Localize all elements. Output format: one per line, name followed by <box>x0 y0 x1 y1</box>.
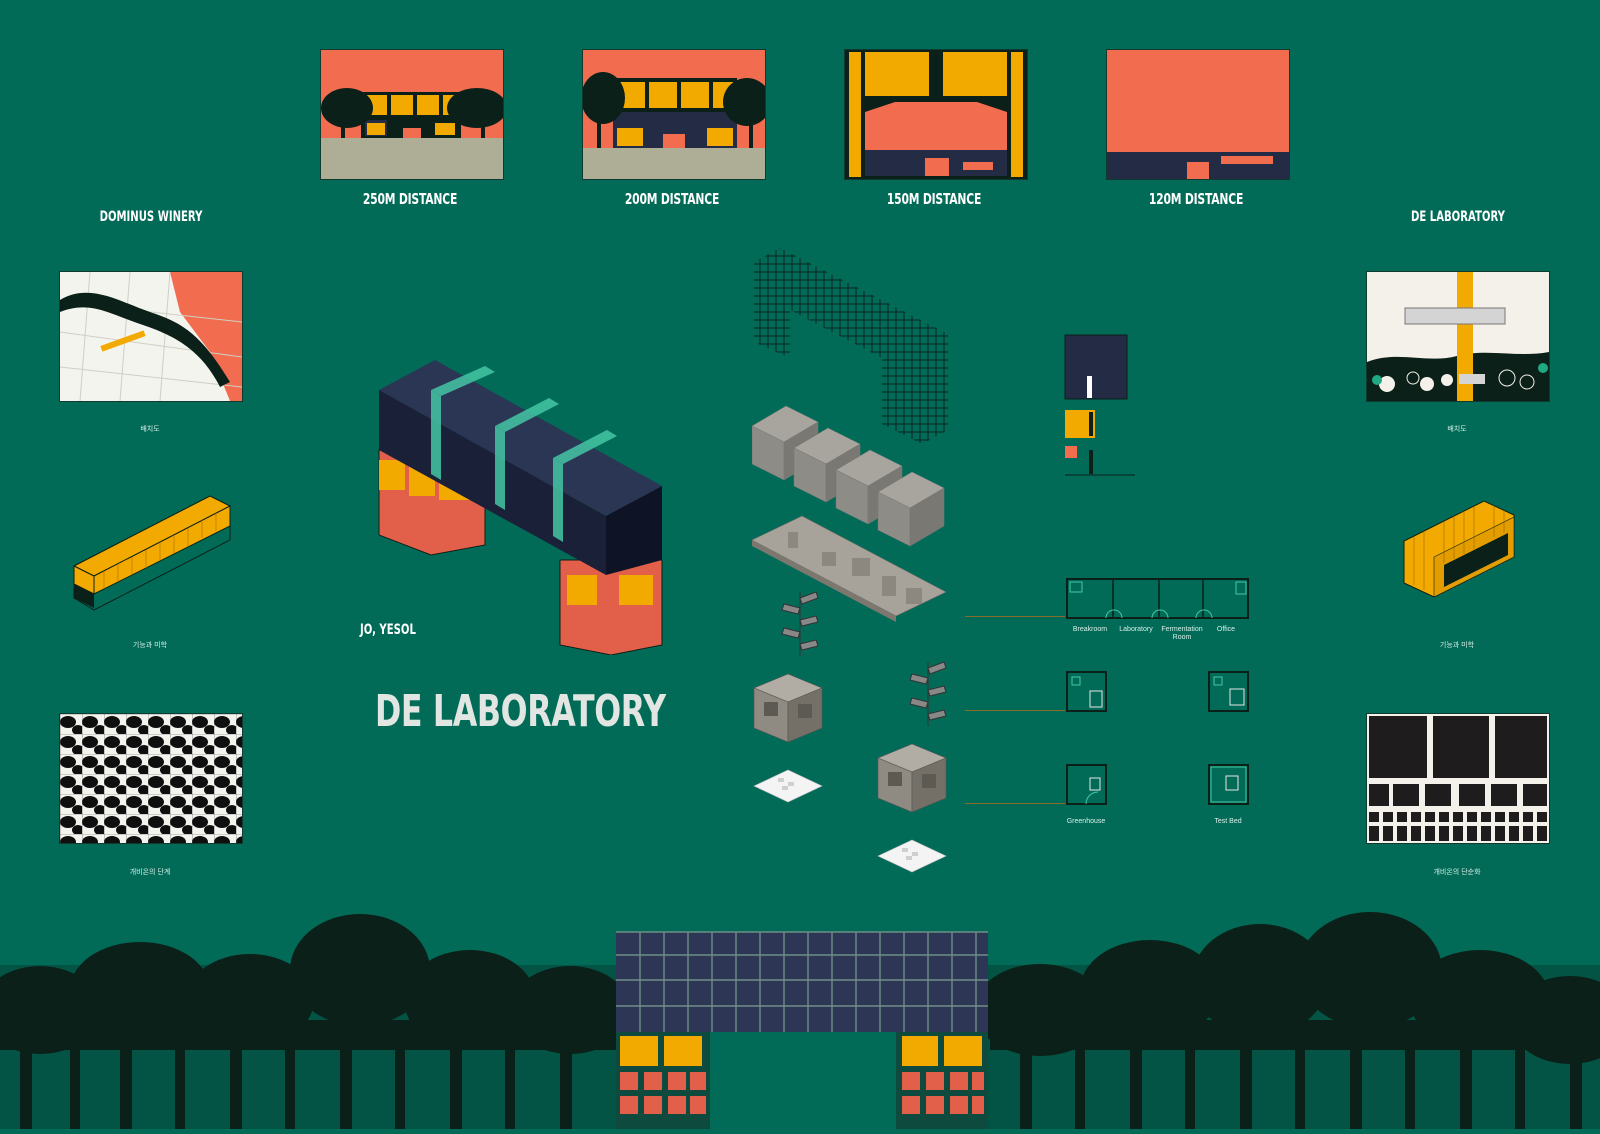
dominus-site-plan <box>59 271 243 402</box>
testbed-cube <box>876 742 948 814</box>
base-slab-right <box>876 838 948 878</box>
spiral-stair-lower <box>898 660 958 730</box>
plan-label-laboratory: Laboratory <box>1119 626 1153 633</box>
dominus-massing-drawing <box>70 490 240 620</box>
left-caption-site-plan: 배치도 <box>140 426 160 433</box>
delab-massing-drawing <box>1400 497 1520 617</box>
forest-elevation <box>0 910 1600 1129</box>
base-slab-left <box>752 768 824 808</box>
ground-floor-plan <box>1066 578 1249 620</box>
left-caption-gabion: 개비온의 단계 <box>129 869 171 876</box>
view-120m-thumbnail <box>1106 49 1290 180</box>
greenhouse-plan <box>1066 764 1107 805</box>
leader-line-middle <box>965 710 1065 711</box>
plan-label-breakroom: Breakroom <box>1072 626 1108 633</box>
project-author: JO, YESOL <box>360 622 416 638</box>
middle-plan-left <box>1066 671 1107 712</box>
steel-frame-grid <box>752 248 952 448</box>
middle-plan-right <box>1208 671 1249 712</box>
plan-label-greenhouse: Greenhouse <box>1066 818 1106 825</box>
main-axonometric <box>375 360 670 656</box>
left-column-title: DOMINUS WINERY <box>99 209 203 225</box>
right-caption-gabion: 개비온의 단순화 <box>1433 869 1481 876</box>
spiral-stair-upper <box>770 590 830 660</box>
right-caption-site-plan: 배치도 <box>1447 426 1467 433</box>
view-250m-label: 250M DISTANCE <box>362 190 458 208</box>
project-title: DE LABORATORY <box>375 686 666 737</box>
view-150m-thumbnail <box>844 49 1028 180</box>
concrete-cubes <box>751 404 952 554</box>
dominus-gabion-pattern <box>59 713 243 844</box>
ground-floor-slab <box>751 512 952 632</box>
plan-label-office: Office <box>1216 626 1236 633</box>
view-200m-thumbnail <box>582 49 766 180</box>
view-200m-label: 200M DISTANCE <box>624 190 720 208</box>
right-caption-function: 기능과 미학 <box>1439 642 1475 649</box>
greenhouse-cube <box>752 672 824 744</box>
delab-site-plan <box>1366 271 1550 402</box>
testbed-plan <box>1208 764 1249 805</box>
plan-label-fermentation: Fermentation Room <box>1161 626 1203 641</box>
color-key <box>1060 334 1140 480</box>
leader-line-ground <box>965 616 1065 617</box>
view-120m-label: 120M DISTANCE <box>1148 190 1244 208</box>
left-caption-function: 기능과 미학 <box>132 642 168 649</box>
plan-label-test-bed: Test Bed <box>1214 818 1242 825</box>
view-150m-label: 150M DISTANCE <box>886 190 982 208</box>
view-250m-thumbnail <box>320 49 504 180</box>
right-column-title: DE LABORATORY <box>1411 209 1505 225</box>
leader-line-lower <box>965 803 1065 804</box>
delab-gabion-pattern <box>1366 713 1550 844</box>
